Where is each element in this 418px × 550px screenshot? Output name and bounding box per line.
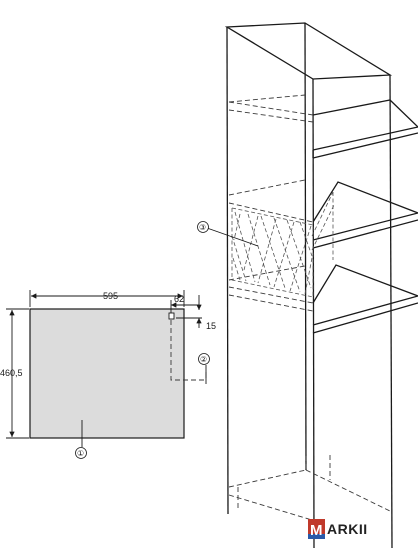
cabinet-back-edge [304, 22, 307, 471]
callout-3: ③ [197, 221, 209, 233]
depth-label: 15 [206, 321, 216, 331]
hidden-shelf-3-left-b [228, 294, 314, 312]
callout-2: ② [198, 353, 210, 365]
logo-m-stripe [308, 534, 325, 539]
front-panel-drawing: 595 62 15 460,5 [0, 290, 216, 447]
oven-niche-hatch [231, 191, 335, 298]
cabinet-right-edge [389, 74, 393, 549]
callout-1-circle [75, 447, 87, 459]
hidden-base-right [305, 469, 393, 513]
shelf-2-front [312, 219, 418, 249]
hidden-shelf-2-left [228, 202, 314, 223]
width-label: 595 [103, 291, 118, 301]
logo-text: ARKII [327, 521, 368, 537]
callout-1-label: ① [77, 449, 84, 458]
offset-label: 62 [174, 294, 184, 304]
hidden-base-left [228, 494, 313, 521]
callout-3-leader [206, 227, 259, 247]
cabinet-left-edge [226, 26, 229, 515]
hidden-shelf-1-left-b [228, 109, 314, 123]
front-panel [29, 308, 185, 439]
shelf-3-front [312, 302, 418, 334]
cable-outlet-marker [168, 312, 175, 320]
hidden-shelf-3-left [228, 286, 314, 304]
hidden-base-back [228, 455, 307, 488]
callout-3-label: ③ [199, 223, 206, 232]
hidden-shelf-1-left [228, 101, 314, 116]
shelf-3 [312, 264, 418, 326]
shelf-1-front [312, 132, 418, 159]
hidden-shelf-1-back [228, 94, 306, 103]
shelf-1 [312, 99, 418, 151]
cable-path [170, 320, 206, 381]
callout-2-label: ② [200, 355, 207, 364]
tall-cabinet-drawing [206, 22, 418, 549]
hidden-shelf-2-back [228, 179, 306, 196]
callout-2-circle [198, 353, 210, 365]
callout-1: ① [75, 447, 87, 459]
shelf-2 [312, 181, 418, 241]
logo-m-letter: M [310, 522, 323, 539]
cabinet-top [224, 22, 393, 80]
markii-watermark-logo: M ARKII [308, 519, 368, 539]
hidden-shelf-3-back [228, 265, 306, 281]
height-label: 460,5 [0, 368, 23, 378]
callout-3-circle [197, 221, 209, 233]
